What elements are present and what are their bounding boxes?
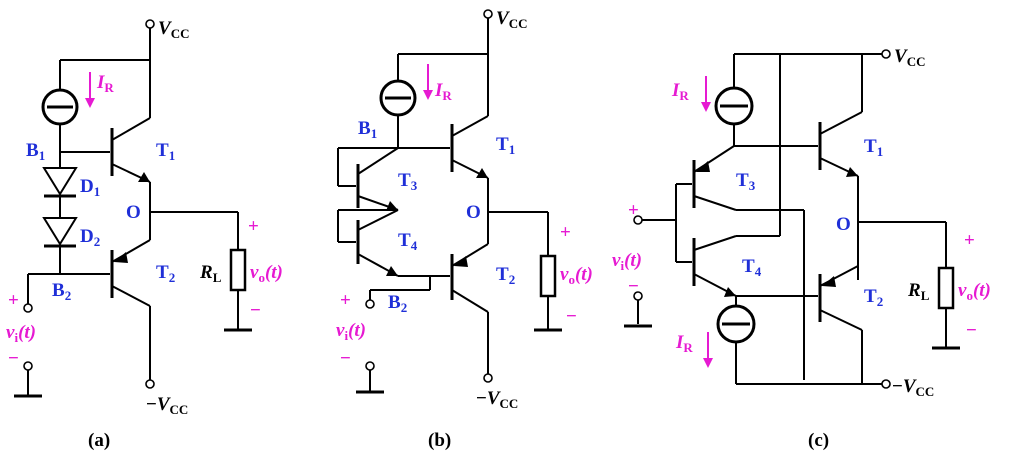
circuit-c [624, 49, 960, 389]
vo-label-b: vo(t) [560, 264, 593, 287]
t2-label-b: T2 [496, 264, 515, 287]
in-minus-c: − [628, 276, 639, 297]
t2-label-c: T2 [864, 286, 883, 309]
node-o-c: O [836, 214, 851, 235]
input-terminal-a [23, 303, 33, 313]
d2-label-a: D2 [80, 226, 100, 249]
caption-a: (a) [88, 430, 110, 451]
current-source-bottom-c [716, 304, 756, 344]
in-minus-a: − [8, 348, 19, 369]
out-plus-c: + [964, 230, 975, 251]
node-b2-a: B2 [52, 280, 71, 303]
t3-label-c: T3 [736, 170, 756, 193]
ir-label-a: IR [96, 72, 114, 95]
in-plus-a: + [8, 290, 19, 311]
vcc-terminal-b [483, 9, 493, 19]
ir-label-bottom-c: IR [675, 332, 693, 355]
neg-vcc-label-c: −VCC [892, 376, 934, 399]
transistor-t4-b [337, 209, 399, 277]
in-minus-b: − [340, 348, 351, 369]
out-minus-a: − [250, 300, 261, 321]
out-plus-b: + [560, 222, 571, 243]
out-minus-c: − [966, 320, 977, 341]
t2-label-a: T2 [156, 262, 175, 285]
neg-vcc-terminal-b [483, 373, 493, 383]
input-terminal-c [633, 215, 643, 225]
neg-vcc-label-b: −VCC [476, 388, 518, 411]
ir-label-b: IR [434, 80, 452, 103]
t3-label-b: T3 [398, 170, 418, 193]
load-resistor-c [937, 266, 955, 310]
t1-label-a: T1 [156, 140, 175, 163]
caption-c: (c) [808, 430, 829, 451]
current-source-a [41, 88, 79, 126]
diode-d1-a [42, 167, 78, 198]
circuit-a [14, 19, 252, 398]
node-o-b: O [466, 202, 481, 223]
neg-vcc-terminal-a [145, 379, 155, 389]
vcc-label-a: VCC [158, 18, 189, 41]
ir-label-top-c: IR [671, 80, 689, 103]
load-resistor-b [539, 254, 557, 298]
transistor-t2-b [370, 243, 489, 374]
vo-label-c: vo(t) [958, 280, 991, 303]
current-source-b [379, 79, 417, 117]
circuit-b [337, 9, 562, 394]
transistor-t2-a [28, 239, 151, 380]
in-plus-b: + [340, 290, 351, 311]
rl-label-a: RL [199, 262, 222, 285]
transistor-t4-c [692, 235, 780, 297]
vo-label-a: vo(t) [250, 262, 283, 285]
t4-label-b: T4 [398, 230, 418, 253]
node-b1-a: B1 [26, 140, 45, 163]
vcc-label-b: VCC [496, 8, 527, 31]
out-plus-a: + [248, 216, 259, 237]
transistor-t1-b [338, 54, 489, 179]
node-b2-b: B2 [388, 292, 407, 315]
vcc-terminal-c [881, 49, 891, 59]
transistor-t1-a [60, 60, 151, 183]
t4-label-c: T4 [742, 256, 762, 279]
input-terminal-b [365, 299, 375, 309]
d1-label-a: D1 [80, 176, 100, 199]
transistor-t1-c [734, 111, 863, 177]
transistor-t3-b [337, 147, 399, 211]
in-plus-c: + [628, 200, 639, 221]
vi-label-a: vi(t) [6, 322, 36, 345]
diode-d2-a [42, 217, 78, 248]
node-o-a: O [126, 202, 141, 223]
neg-vcc-terminal-c [881, 379, 891, 389]
node-b1-b: B1 [358, 118, 377, 141]
rl-label-c: RL [907, 280, 930, 303]
t1-label-b: T1 [496, 134, 515, 157]
t1-label-c: T1 [864, 136, 883, 159]
vcc-terminal-a [145, 19, 155, 29]
caption-b: (b) [428, 430, 451, 451]
vi-label-b: vi(t) [336, 320, 366, 343]
transistor-t2-c [818, 265, 863, 384]
neg-vcc-label-a: −VCC [146, 394, 188, 417]
vcc-label-c: VCC [894, 46, 925, 69]
vi-label-c: vi(t) [612, 250, 642, 273]
out-minus-b: − [566, 306, 577, 327]
current-source-top-c [714, 86, 754, 126]
load-resistor-a [229, 248, 247, 292]
